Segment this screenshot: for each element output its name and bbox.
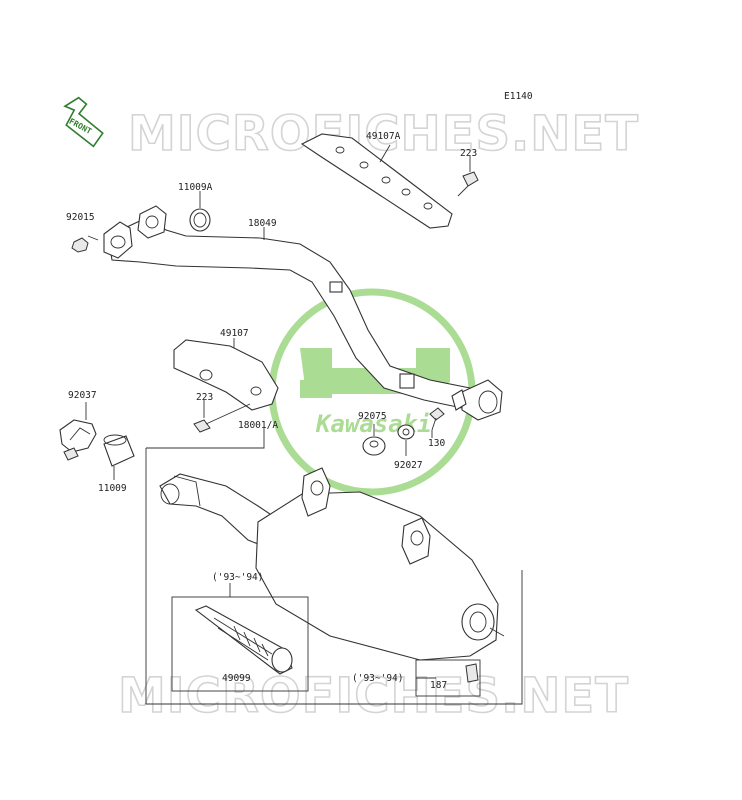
label-year-note-right: ('93~'94) xyxy=(352,673,403,684)
heat-guard-49107a xyxy=(300,133,453,229)
bolt-223-mid xyxy=(193,403,251,433)
label-49107a: 49107A xyxy=(366,131,401,142)
exhaust-pipe-18049 xyxy=(103,205,503,421)
watermark-bottom: MICROFICHES.NET xyxy=(118,668,629,724)
label-223-top: 223 xyxy=(460,148,477,159)
collar-92027 xyxy=(397,424,415,440)
diagram-id: E1140 xyxy=(504,91,533,102)
clamp-92037 xyxy=(59,419,97,461)
label-49099: 49099 xyxy=(222,673,251,684)
label-92037: 92037 xyxy=(68,390,97,401)
label-130: 130 xyxy=(428,438,445,449)
label-18001a: 18001/A xyxy=(238,420,278,431)
bolt-223-top xyxy=(457,171,479,197)
label-187: 187 xyxy=(430,680,447,691)
label-223-mid: 223 xyxy=(196,392,213,403)
label-18049: 18049 xyxy=(248,218,277,229)
nut-92015 xyxy=(71,237,89,253)
label-92075: 92075 xyxy=(358,411,387,422)
label-49107: 49107 xyxy=(220,328,249,339)
label-year-note-left: ('93~'94) xyxy=(212,572,263,583)
gasket-11009 xyxy=(103,434,135,467)
bolt-130 xyxy=(429,407,445,431)
gasket-11009a xyxy=(189,208,211,232)
bolt-187 xyxy=(415,659,481,697)
grommet-92075 xyxy=(362,436,386,456)
heat-guard-49107 xyxy=(173,339,279,411)
label-11009a: 11009A xyxy=(178,182,213,193)
label-92015: 92015 xyxy=(66,212,95,223)
watermark-top: MICROFICHES.NET xyxy=(128,106,639,162)
spark-arrestor-inset xyxy=(171,583,309,692)
label-11009: 11009 xyxy=(98,483,127,494)
front-arrow-icon: FRONT xyxy=(63,96,104,148)
muffler-18001a xyxy=(159,467,505,661)
label-92027: 92027 xyxy=(394,460,423,471)
